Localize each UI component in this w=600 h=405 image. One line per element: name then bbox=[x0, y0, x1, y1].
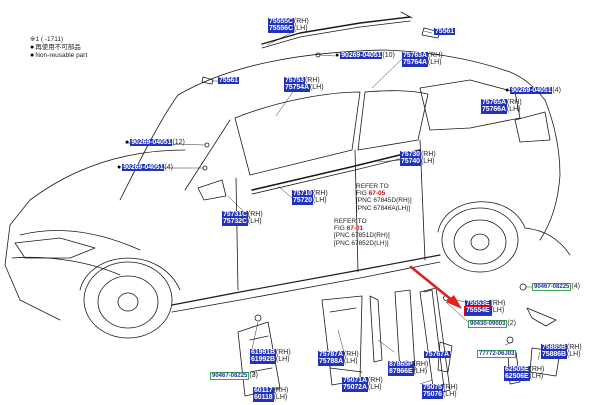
callout-75767a[interactable]: 75767A bbox=[424, 351, 450, 359]
callout-75731c[interactable]: 75731C(RH) 75732C(LH) bbox=[222, 211, 263, 226]
callout-75071a[interactable]: 75071A(RH) 75072A(LH) bbox=[342, 377, 383, 392]
bullet-icon: ● bbox=[30, 52, 35, 59]
callout-90430-09003[interactable]: 90430-09003(2) bbox=[468, 320, 516, 328]
callout-75885b[interactable]: 75885B(RH) 75886B(LH) bbox=[541, 344, 582, 359]
callout-77772-06j03[interactable]: 77772-06J03 bbox=[477, 350, 517, 358]
legend: ※1 ( -1711) ●再使用不可部品 ●Non-reusable part bbox=[30, 36, 87, 60]
callout-75561-rear[interactable]: 75561 bbox=[434, 28, 455, 36]
highlighted-part-75554e: 75554E bbox=[464, 306, 492, 316]
callout-75765a[interactable]: 75765A(RH) 75766A(LH) bbox=[481, 99, 522, 114]
callout-75561-front[interactable]: 75561 bbox=[218, 77, 239, 85]
legend-item-en: ●Non-reusable part bbox=[30, 52, 88, 59]
legend-item-jp: ●再使用不可部品 bbox=[30, 44, 81, 51]
callout-75553e[interactable]: 75553E(RH) 75554E(LH) bbox=[464, 300, 506, 316]
callout-75710[interactable]: 75710(RH) 75720(LH) bbox=[292, 190, 328, 205]
callout-90467-08225-4[interactable]: 90467-08225(4) bbox=[532, 283, 580, 291]
bullet-icon: ● bbox=[30, 44, 35, 51]
callout-60117[interactable]: 60117(RH) 60118(LH) bbox=[253, 387, 289, 402]
callout-75555c[interactable]: 75555C(RH) 75556C(LH) bbox=[268, 18, 309, 33]
callout-61991b[interactable]: 61991B(RH) 61992B(LH) bbox=[250, 349, 291, 364]
callout-75075[interactable]: 75075(RH) 75076(LH) bbox=[422, 384, 458, 399]
callout-90269-04051-12[interactable]: ●90269-04051(12) bbox=[125, 139, 185, 147]
legend-header: ※1 ( -1711) bbox=[30, 36, 64, 43]
callout-75787a[interactable]: 75787A(RH) 75788A(LH) bbox=[318, 351, 359, 366]
callout-90269-04051-4-rear[interactable]: ●90269-04051(4) bbox=[505, 87, 561, 95]
callout-90269-04051-10[interactable]: ●90269-04051(10) bbox=[335, 52, 395, 60]
callout-75753[interactable]: 75753(RH) 75754A(LH) bbox=[284, 77, 324, 92]
callout-87865p[interactable]: 87865P(RH) 87866E(LH) bbox=[388, 361, 429, 376]
refer-note-67-05[interactable]: REFER TO FIG 67-05 [PNC 67845D(RH)] [PNC… bbox=[356, 183, 412, 212]
callout-75730[interactable]: 75730(RH) 75740(LH) bbox=[400, 151, 436, 166]
refer-note-67-01[interactable]: REFER TO FIG 67-01 [PNC 67851D(RH)] [PNC… bbox=[334, 218, 390, 247]
callout-75763a[interactable]: 75763A(RH) 75764A(LH) bbox=[402, 52, 443, 67]
callout-62505e[interactable]: 62505E(RH) 62506E(LH) bbox=[504, 366, 545, 381]
callout-90269-04051-4-front[interactable]: ●90269-04051(4) bbox=[117, 164, 173, 172]
callout-90467-08225-3[interactable]: 90467-08225(3) bbox=[210, 372, 258, 380]
